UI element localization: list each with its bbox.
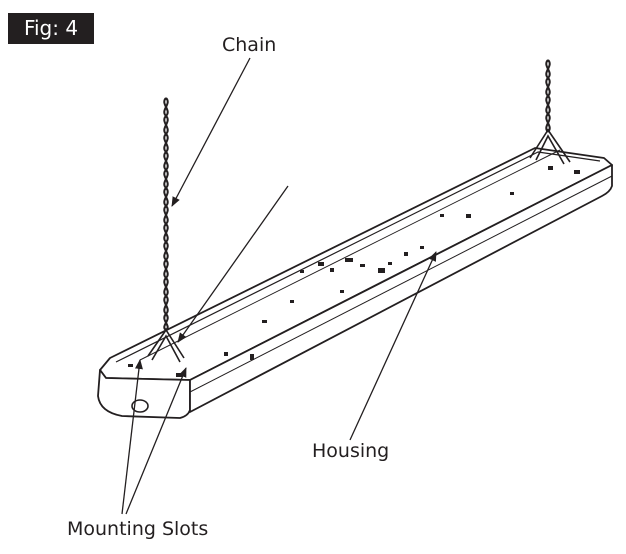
mounting-slots-label: Mounting Slots: [67, 518, 209, 540]
right-mounting-bracket: [529, 128, 571, 165]
leader-arrow: [349, 251, 437, 441]
chain-label: Chain: [222, 34, 277, 56]
leader-arrow: [125, 367, 187, 515]
housing-body: [97, 147, 613, 419]
left-chain: [163, 97, 169, 331]
housing-detail-marks: [128, 166, 580, 377]
leader-lines: [121, 57, 437, 515]
housing-label: Housing: [312, 440, 390, 462]
housing-top-face: [99, 147, 613, 381]
right-chain: [545, 59, 551, 133]
mounting-slot: [131, 399, 149, 413]
leader-arrow: [177, 185, 289, 343]
figure-number-badge: Fig: 4: [8, 13, 94, 44]
housing-side-face: [189, 164, 613, 413]
leader-arrow: [121, 359, 143, 515]
leader-arrow: [171, 57, 251, 207]
